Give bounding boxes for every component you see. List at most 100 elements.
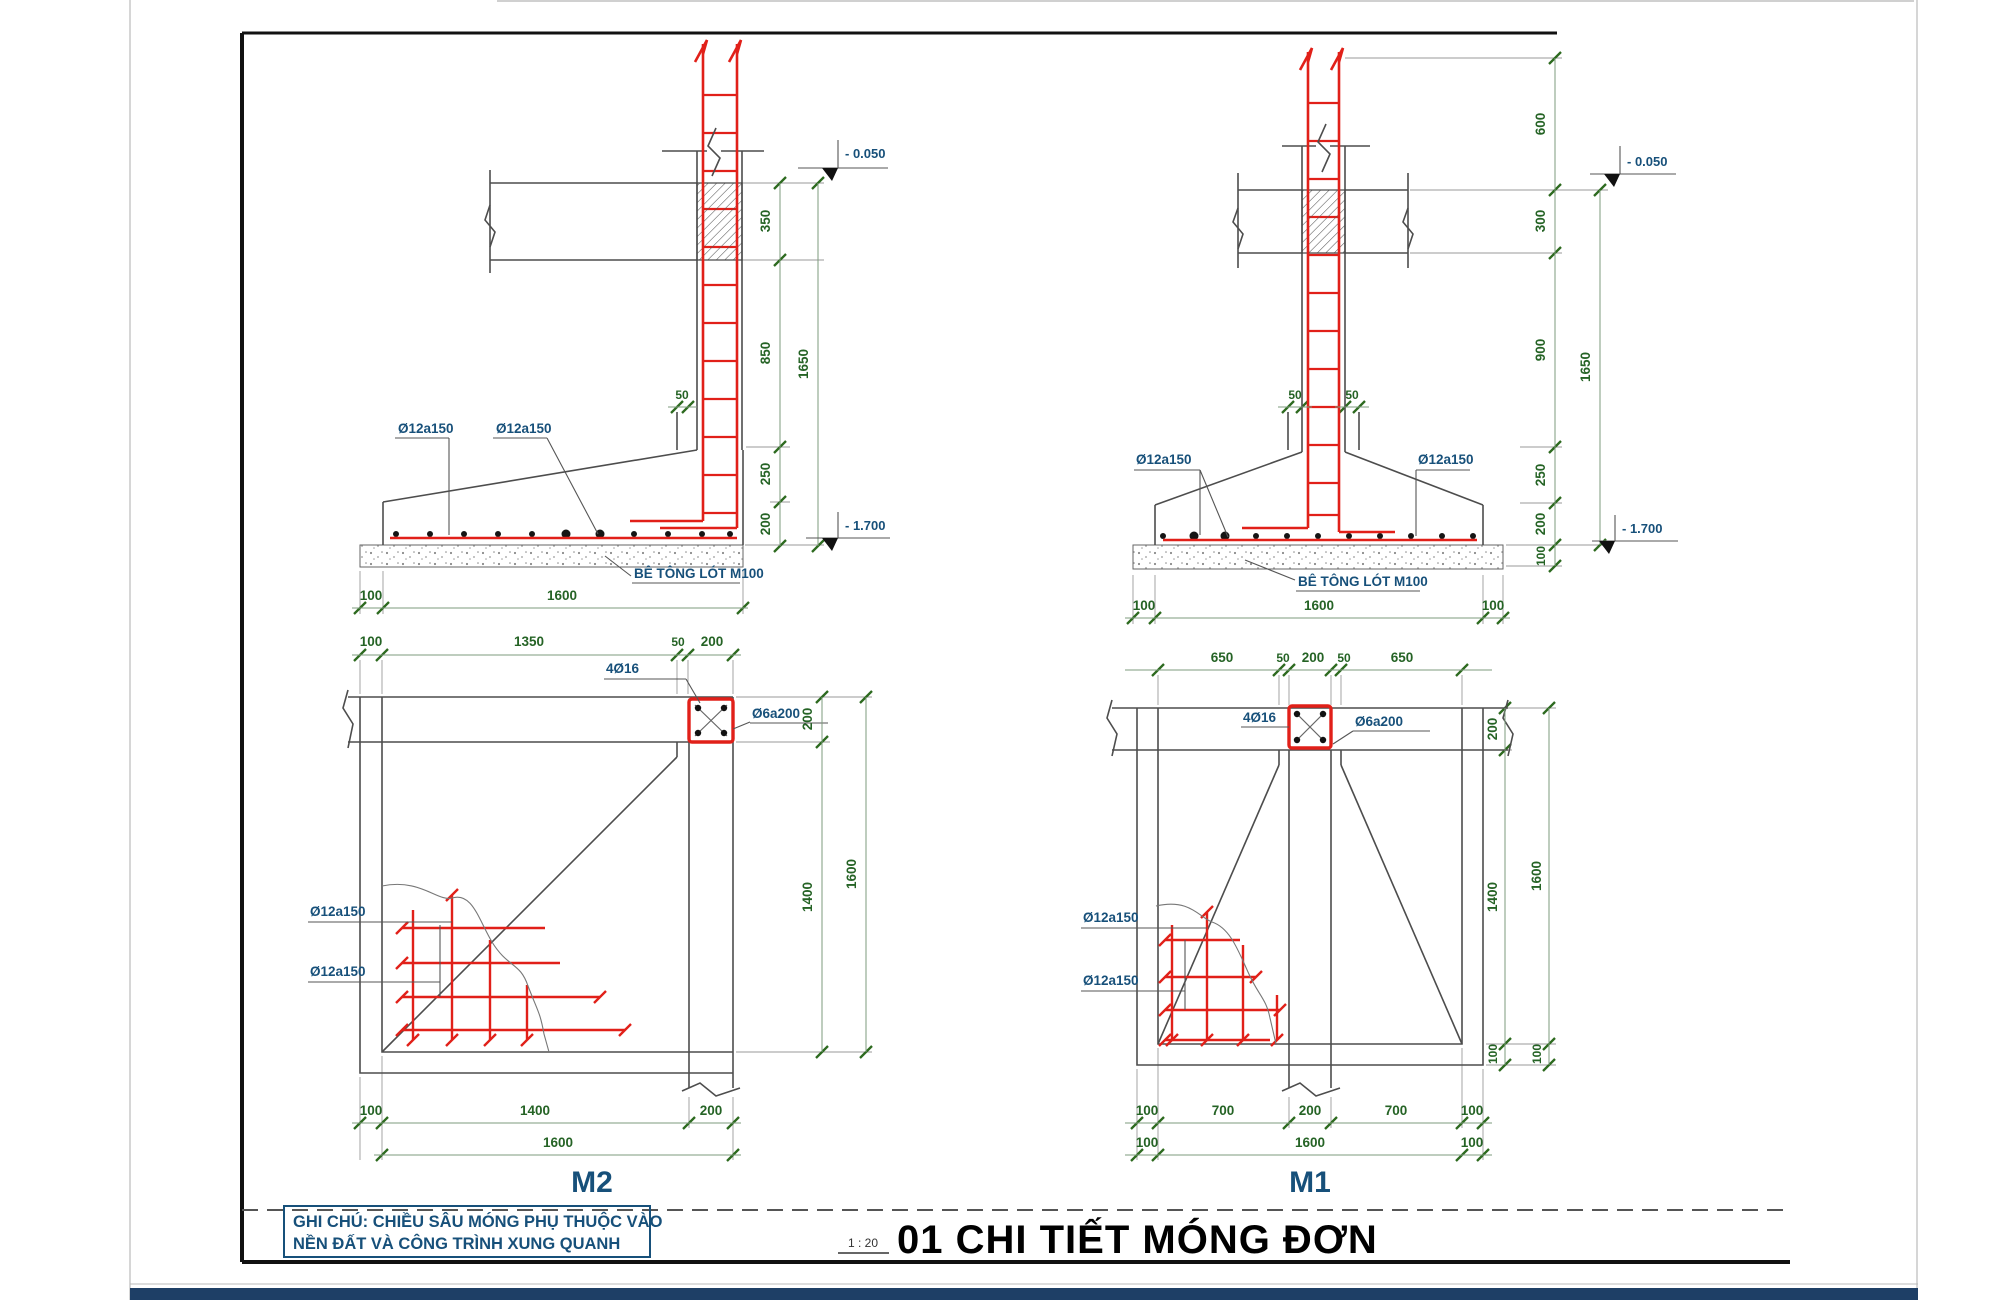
footer-bar xyxy=(130,1288,1918,1300)
m1-beam-break-right-icon xyxy=(1402,207,1414,250)
m1-section-rebar-labels: Ø12a150 Ø12a150 xyxy=(1134,452,1474,538)
m2-sec-bottom-100: 100 xyxy=(360,588,383,603)
m2-mesh-labels: Ø12a150 Ø12a150 xyxy=(308,904,452,983)
m1-plan-total-1600: 1600 xyxy=(1295,1135,1325,1150)
m2-plan-bottom-200: 200 xyxy=(700,1103,723,1118)
m1-plan-bottom-700R: 700 xyxy=(1385,1103,1408,1118)
m2-section-rebar-labels: Ø12a150 Ø12a150 xyxy=(395,421,599,535)
level-marker-icon xyxy=(822,538,838,551)
drawing-title: 01 CHI TIẾT MÓNG ĐƠN xyxy=(897,1216,1378,1262)
m1-plan-top-50L: 50 xyxy=(1276,651,1290,665)
m2-level-bottom: - 1.700 xyxy=(806,512,890,551)
m2-beam-break-icon xyxy=(484,204,496,248)
m2-dim-250: 250 xyxy=(758,463,773,486)
level-marker-icon xyxy=(1604,174,1620,187)
m2-plan-top-200: 200 xyxy=(701,634,724,649)
dimension-ticks xyxy=(353,51,1607,1162)
m2-plan-right-1400: 1400 xyxy=(800,882,815,912)
m1-plan-bottom-200: 200 xyxy=(1299,1103,1322,1118)
m2-footing-outline xyxy=(382,412,744,545)
m2-mesh-boundary-wave xyxy=(381,883,550,1053)
m2-sec-bottom-1600: 1600 xyxy=(547,588,577,603)
column-stirrup-rungs xyxy=(703,93,1339,517)
m1-plan-bottom-100L: 100 xyxy=(1136,1103,1159,1118)
m1-level-top-value: - 0.050 xyxy=(1627,154,1667,169)
m2-column-stirrup xyxy=(687,697,735,744)
note-line-1: GHI CHÚ: CHIỀU SÂU MÓNG PHỤ THUỘC VÀO xyxy=(293,1212,663,1231)
m1-plan-top-200: 200 xyxy=(1302,650,1325,665)
m1-plan-column-labels: 4Ø16 Ø6a200 xyxy=(1241,710,1430,745)
m1-column-outline xyxy=(1232,123,1414,452)
m2-plan-top-1350: 1350 xyxy=(514,634,544,649)
m1-dim-300: 300 xyxy=(1533,210,1548,233)
m1-dim-900: 900 xyxy=(1533,339,1548,362)
m2-column-bars-label: 4Ø16 xyxy=(606,661,640,676)
m2-beam-hatch xyxy=(696,182,743,261)
level-marker-icon xyxy=(822,168,838,181)
m2-section: Ø12a150 Ø12a150 BÊ TÔNG LÓT M100 50 350 … xyxy=(352,39,890,609)
m2-plan-top-100: 100 xyxy=(360,634,383,649)
m1-section-dimlines xyxy=(1125,58,1601,619)
m2-wall-break-icon xyxy=(342,689,354,749)
m1-name: M1 xyxy=(1289,1166,1331,1199)
m1-section: Ø12a150 Ø12a150 BÊ TÔNG LÓT M100 50 50 xyxy=(1125,47,1678,619)
m2-plan-top-50: 50 xyxy=(671,635,685,649)
m1-level-top: - 0.050 xyxy=(1590,146,1676,187)
m1-lean-label: BÊ TÔNG LÓT M100 xyxy=(1244,559,1428,592)
m2-plan-bottom-1400: 1400 xyxy=(520,1103,550,1118)
m1-dim-1650: 1650 xyxy=(1578,352,1593,382)
note-line-2: NỀN ĐẤT VÀ CÔNG TRÌNH XUNG QUANH xyxy=(293,1234,620,1253)
m1-plan-right-1600: 1600 xyxy=(1529,861,1544,891)
m2-lean-concrete-label: BÊ TÔNG LÓT M100 xyxy=(634,566,764,581)
m1-lean-concrete xyxy=(1132,544,1504,570)
m1-plan-dimlines xyxy=(1125,669,1550,1156)
m1-plan-top-650L: 650 xyxy=(1211,650,1234,665)
m1-column-rebar xyxy=(1163,47,1477,542)
m1-plan-mesh xyxy=(1158,905,1287,1047)
page-edges xyxy=(129,0,1918,1300)
m2-column-rebar xyxy=(390,39,743,540)
m2-column-break-icon xyxy=(707,127,721,177)
m1-wall-break-left-icon xyxy=(1106,699,1118,757)
drawing-frame xyxy=(240,31,1790,1264)
m2-plan-column-labels: 4Ø16 Ø6a200 xyxy=(604,661,828,730)
m1-dim-250: 250 xyxy=(1533,464,1548,487)
m1-plan-total-100L: 100 xyxy=(1136,1135,1159,1150)
m1-plan-right-200: 200 xyxy=(1485,718,1500,741)
m2-plan-bottom-100: 100 xyxy=(360,1103,383,1118)
m2-section-rebar-label-1: Ø12a150 xyxy=(398,421,454,436)
m2-level-bottom-value: - 1.700 xyxy=(845,518,885,533)
extension-lines xyxy=(359,57,1608,1160)
m1-dim-600: 600 xyxy=(1533,113,1548,136)
m2-plan-column xyxy=(687,697,735,744)
m1-level-bottom-value: - 1.700 xyxy=(1622,521,1662,536)
m2-lean-concrete xyxy=(359,544,744,568)
m2-plan-bottom-1600: 1600 xyxy=(543,1135,573,1150)
m1-plan-top-50R: 50 xyxy=(1337,651,1351,665)
m1-beam-down-break-icon xyxy=(1281,1082,1341,1097)
m2-section-dimlines xyxy=(352,183,819,609)
m1-lean-concrete-label: BÊ TÔNG LÓT M100 xyxy=(1298,574,1428,589)
m2-section-rebar-label-2: Ø12a150 xyxy=(496,421,552,436)
m1-dim-100: 100 xyxy=(1534,546,1548,566)
m1-plan-right-1400: 1400 xyxy=(1485,882,1500,912)
m1-dim-200: 200 xyxy=(1533,513,1548,536)
m2-lean-label: BÊ TÔNG LÓT M100 xyxy=(604,555,764,584)
m1-column-bars-label: 4Ø16 xyxy=(1243,710,1277,725)
m1-plan-right-100b: 100 xyxy=(1530,1044,1544,1064)
m2-level-top-value: - 0.050 xyxy=(845,146,885,161)
m2-mesh-label-1: Ø12a150 xyxy=(310,904,366,919)
m1-plan-bottom-700L: 700 xyxy=(1212,1103,1235,1118)
m2-beam-down-break-icon xyxy=(681,1082,741,1097)
m1-gap-50-right: 50 xyxy=(1345,388,1359,402)
level-marker-icon xyxy=(1599,541,1615,554)
rebar-dots xyxy=(393,529,1476,541)
m2-plan-dimlines xyxy=(352,654,867,1156)
drawing-scale: 1 : 20 xyxy=(848,1236,878,1250)
m2-plan-right-200: 200 xyxy=(800,708,815,731)
m2-dim-350: 350 xyxy=(758,210,773,233)
m2-plan-right-1600: 1600 xyxy=(844,859,859,889)
m1-sec-bottom-1600: 1600 xyxy=(1304,598,1334,613)
m2-name: M2 xyxy=(571,1166,613,1199)
